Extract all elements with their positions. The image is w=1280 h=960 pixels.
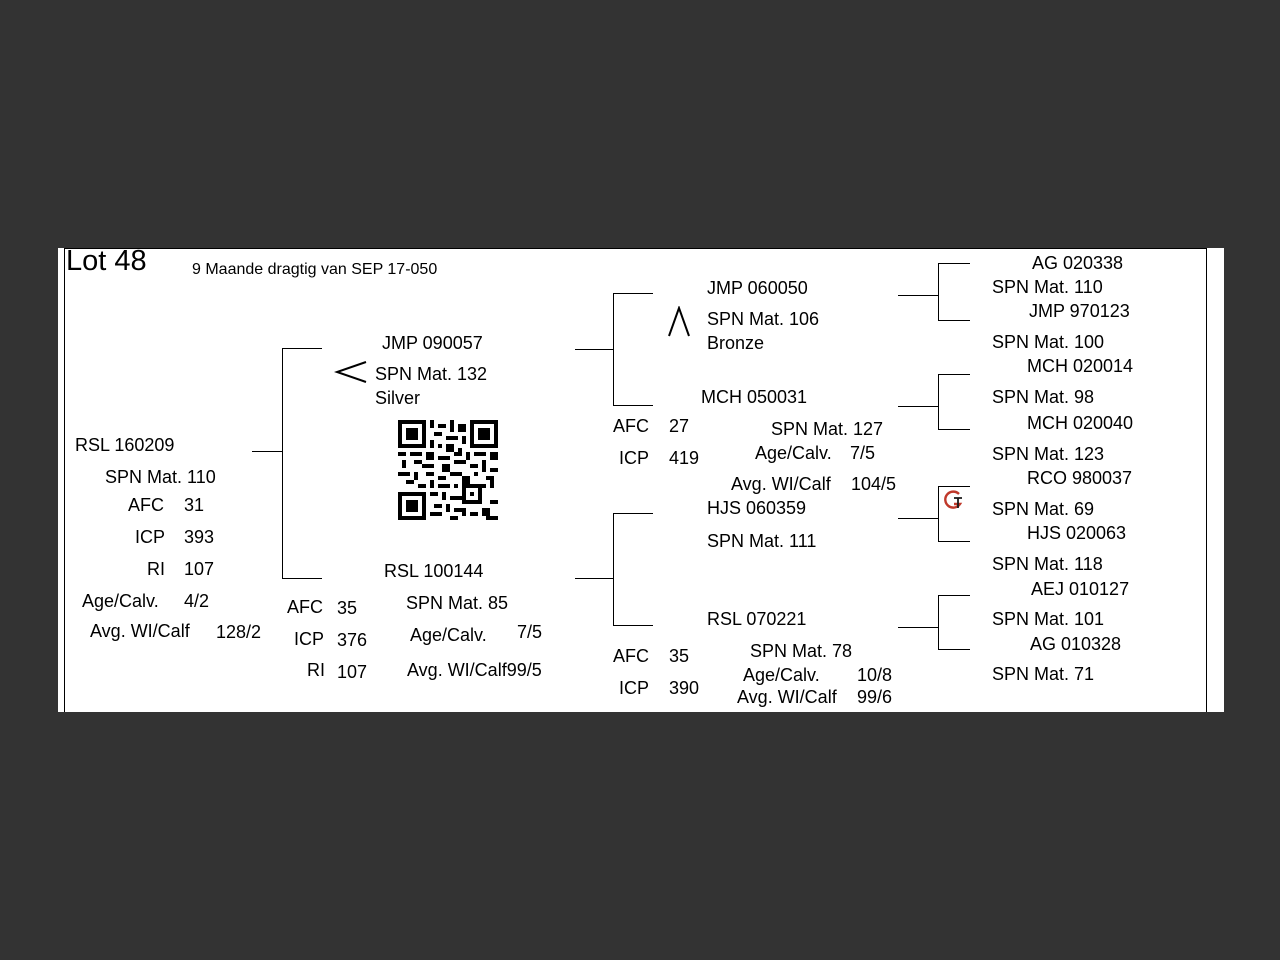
- dam-id: RSL 100144: [384, 561, 484, 581]
- dam-agecalv-value: 7/5: [517, 622, 543, 642]
- sire-dam-agecalv-value: 7/5: [850, 443, 876, 463]
- dam-dam-icp-label: ICP: [619, 678, 650, 698]
- dam-ri-value: 107: [337, 662, 368, 682]
- ggp-3-spn: SPN Mat. 98: [992, 387, 1095, 407]
- animal-afc-value: 31: [184, 495, 205, 515]
- pregnancy-note: 9 Maande dragtig van SEP 17-050: [192, 261, 438, 278]
- sire-dam-avgwi-label: Avg. WI/Calf: [731, 474, 831, 494]
- animal-icp-label: ICP: [135, 527, 166, 547]
- ggp-5-spn: SPN Mat. 69: [992, 499, 1095, 519]
- qr-code-icon: [398, 420, 498, 520]
- dam-dam-afc-label: AFC: [613, 646, 649, 666]
- sire-spn: SPN Mat. 132: [375, 364, 488, 384]
- dam-dam-avgwi-value: 99/6: [857, 687, 893, 707]
- ggp-8-spn: SPN Mat. 71: [992, 664, 1095, 684]
- dam-afc-label: AFC: [287, 597, 323, 617]
- sire-id: JMP 090057: [382, 333, 483, 353]
- sheet-left-border: [64, 248, 65, 712]
- lot-title: Lot 48: [66, 245, 147, 277]
- sheet-right-border: [1206, 248, 1207, 712]
- animal-avgwi-value: 128/2: [216, 622, 262, 642]
- dam-spn: SPN Mat. 85: [406, 593, 509, 613]
- dam-avgwi: Avg. WI/Calf99/5: [407, 660, 542, 680]
- dam-sire-id: HJS 060359: [707, 498, 807, 518]
- dam-icp-value: 376: [337, 630, 368, 650]
- animal-spn: SPN Mat. 110: [105, 467, 216, 487]
- ggp-2-id: JMP 970123: [1029, 301, 1130, 321]
- animal-ri-value: 107: [184, 559, 215, 579]
- ggp-4-id: MCH 020040: [1027, 413, 1134, 433]
- sire-award: Silver: [375, 388, 421, 408]
- dam-dam-agecalv-value: 10/8: [857, 665, 893, 685]
- ggp-7-id: AEJ 010127: [1031, 579, 1130, 599]
- dam-dam-avgwi-label: Avg. WI/Calf: [737, 687, 837, 707]
- animal-avgwi-label: Avg. WI/Calf: [90, 621, 190, 641]
- dam-dam-icp-value: 390: [669, 678, 700, 698]
- sire-dam-icp-label: ICP: [619, 448, 650, 468]
- animal-icp-value: 393: [184, 527, 215, 547]
- ggp-8-id: AG 010328: [1030, 634, 1122, 654]
- sire-sire-award: Bronze: [707, 333, 765, 353]
- dam-sire-spn: SPN Mat. 111: [707, 531, 817, 551]
- sire-dam-agecalv-label: Age/Calv.: [755, 443, 832, 463]
- animal-agecalv-label: Age/Calv.: [82, 591, 159, 611]
- ggp-7-spn: SPN Mat. 101: [992, 609, 1105, 629]
- dam-dam-spn: SPN Mat. 78: [750, 641, 853, 661]
- sire-dam-afc-label: AFC: [613, 416, 649, 436]
- dam-dam-agecalv-label: Age/Calv.: [743, 665, 820, 685]
- pedigree-sheet: Lot 48 9 Maande dragtig van SEP 17-050: [58, 245, 1224, 712]
- dam-icp-label: ICP: [294, 629, 325, 649]
- dam-dam-afc-value: 35: [669, 646, 690, 666]
- sire-dam-spn: SPN Mat. 127: [771, 419, 884, 439]
- ggp-6-spn: SPN Mat. 118: [992, 554, 1103, 574]
- ggp-6-id: HJS 020063: [1027, 523, 1127, 543]
- dam-ri-label: RI: [307, 660, 325, 680]
- animal-id: RSL 160209: [75, 435, 175, 455]
- dam-afc-value: 35: [337, 598, 358, 618]
- sire-dam-icp-value: 419: [669, 448, 700, 468]
- ggp-5-id: RCO 980037: [1027, 468, 1133, 488]
- ggp-3-id: MCH 020014: [1027, 356, 1134, 376]
- less-than-icon: [334, 361, 367, 383]
- ggp-4-spn: SPN Mat. 123: [992, 444, 1105, 464]
- ggp-2-spn: SPN Mat. 100: [992, 332, 1105, 352]
- animal-ri-label: RI: [147, 559, 165, 579]
- sire-dam-afc-value: 27: [669, 416, 690, 436]
- sire-dam-avgwi-value: 104/5: [851, 474, 897, 494]
- dam-agecalv-label: Age/Calv.: [410, 625, 487, 645]
- sire-dam-id: MCH 050031: [701, 387, 808, 407]
- sire-sire-id: JMP 060050: [707, 278, 808, 298]
- animal-agecalv-value: 4/2: [184, 591, 210, 611]
- dam-dam-id: RSL 070221: [707, 609, 807, 629]
- sheet-top-border: [64, 248, 1207, 249]
- caret-up-icon: [668, 306, 690, 337]
- society-logo-icon: [944, 490, 963, 509]
- animal-afc-label: AFC: [128, 495, 164, 515]
- sire-sire-spn: SPN Mat. 106: [707, 309, 820, 329]
- ggp-1-id: AG 020338: [1032, 253, 1124, 273]
- ggp-1-spn: SPN Mat. 110: [992, 277, 1103, 297]
